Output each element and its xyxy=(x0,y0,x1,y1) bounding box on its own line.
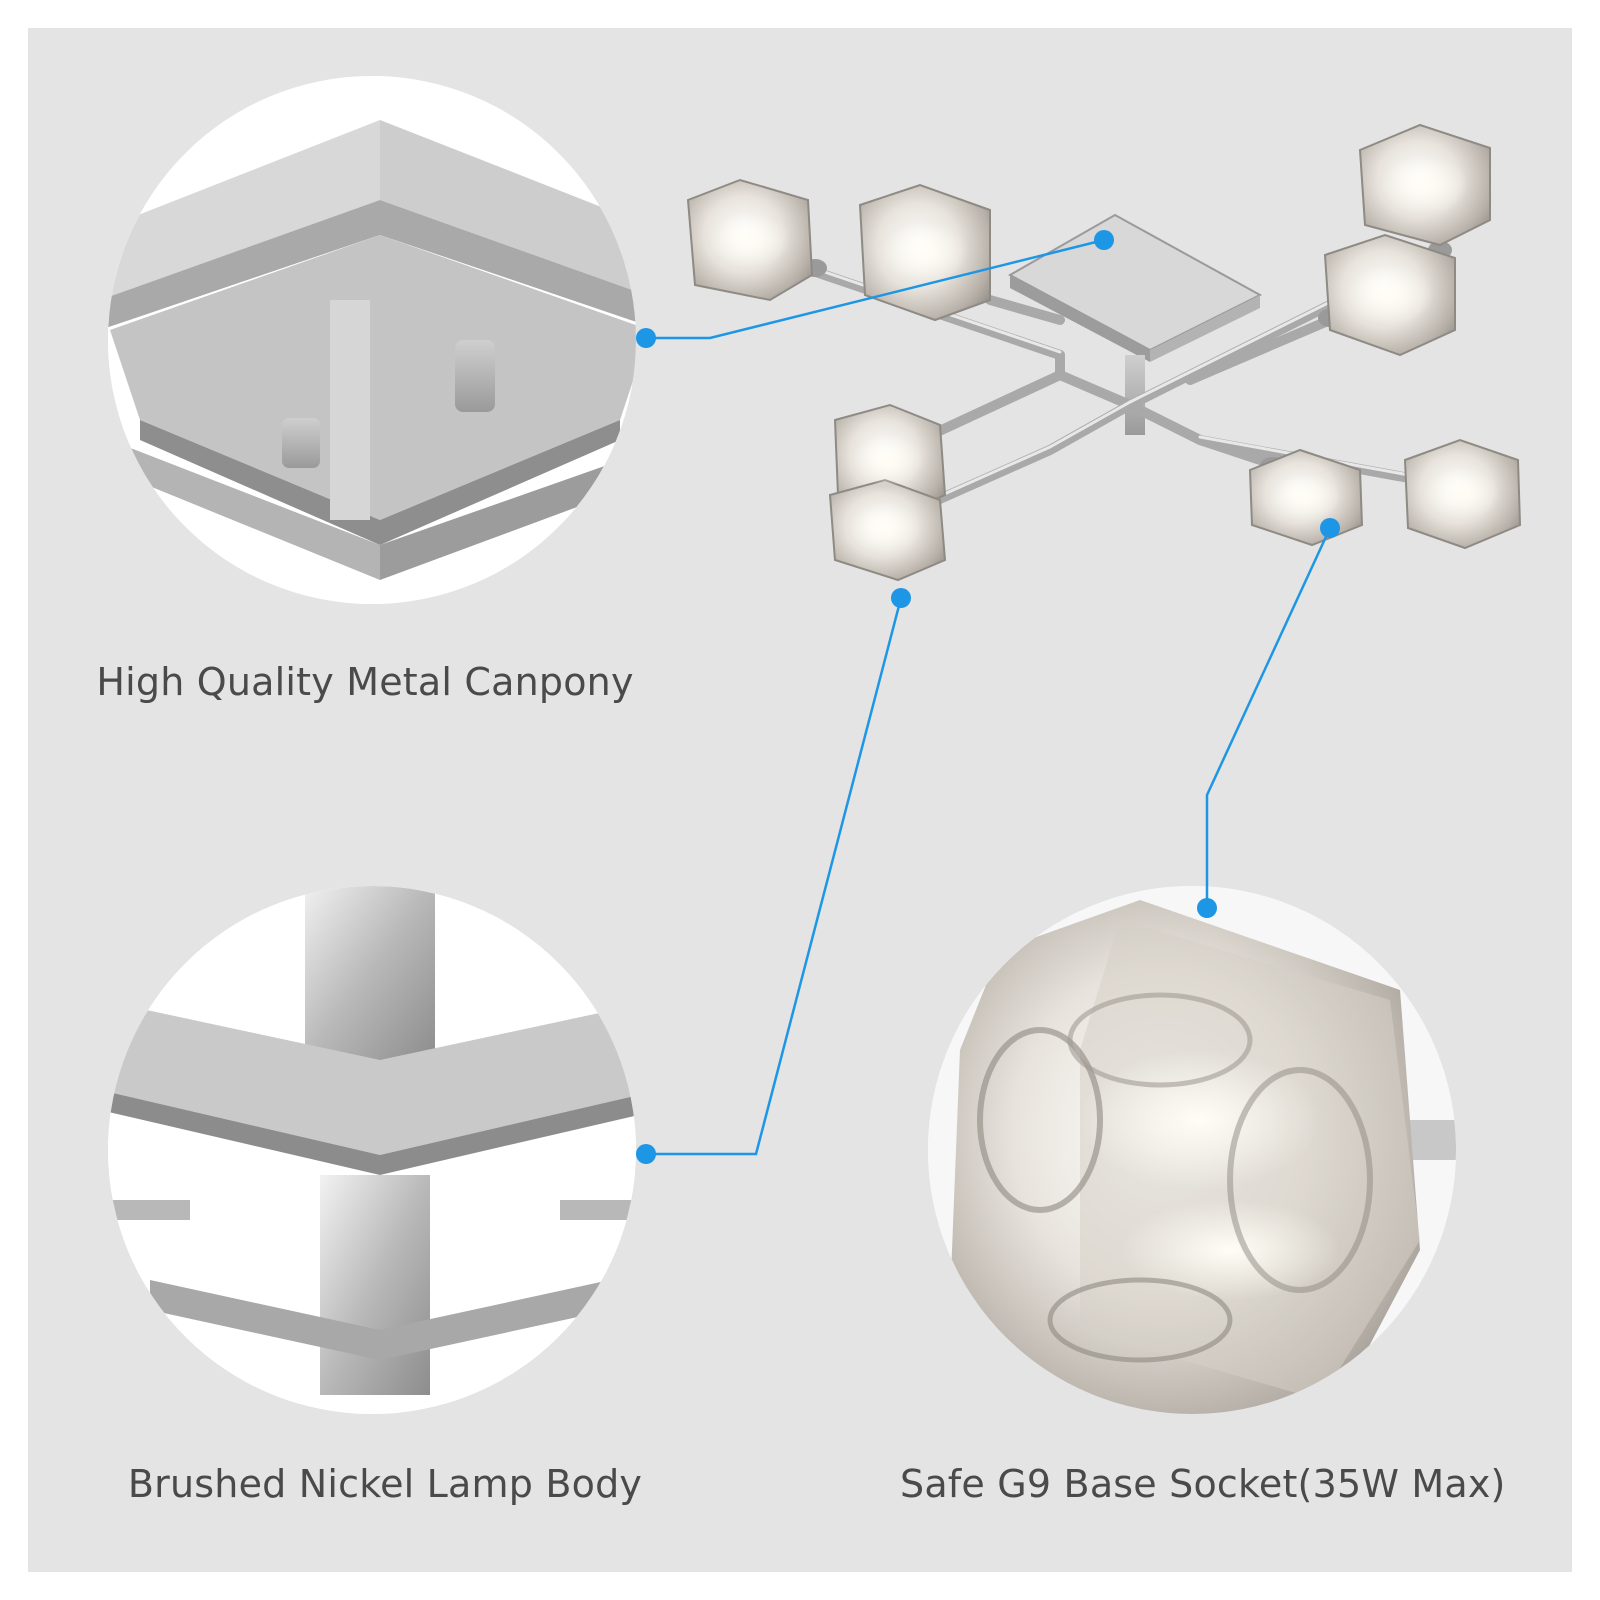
callout-dot-socket-detail xyxy=(1197,898,1217,918)
crystal-shade-closeup-circle xyxy=(928,886,1456,1414)
callout-dot-canopy-detail xyxy=(636,328,656,348)
caption-lamp-body: Brushed Nickel Lamp Body xyxy=(127,1462,643,1506)
callout-lines xyxy=(646,238,1332,1156)
lamp-body-closeup-circle xyxy=(108,886,636,1414)
callout-dot-body-detail xyxy=(636,1144,656,1164)
callout-dots xyxy=(636,230,1340,1164)
chandelier-fixture xyxy=(686,123,1522,582)
callout-dot-canopy-fixture xyxy=(1094,230,1114,250)
caption-socket: Safe G9 Base Socket(35W Max) xyxy=(900,1462,1506,1506)
caption-metal-canopy: High Quality Metal Canpony xyxy=(96,660,634,704)
callout-dot-body-fixture xyxy=(891,588,911,608)
canopy-closeup-circle xyxy=(108,76,636,604)
callout-dot-socket-fixture xyxy=(1320,518,1340,538)
